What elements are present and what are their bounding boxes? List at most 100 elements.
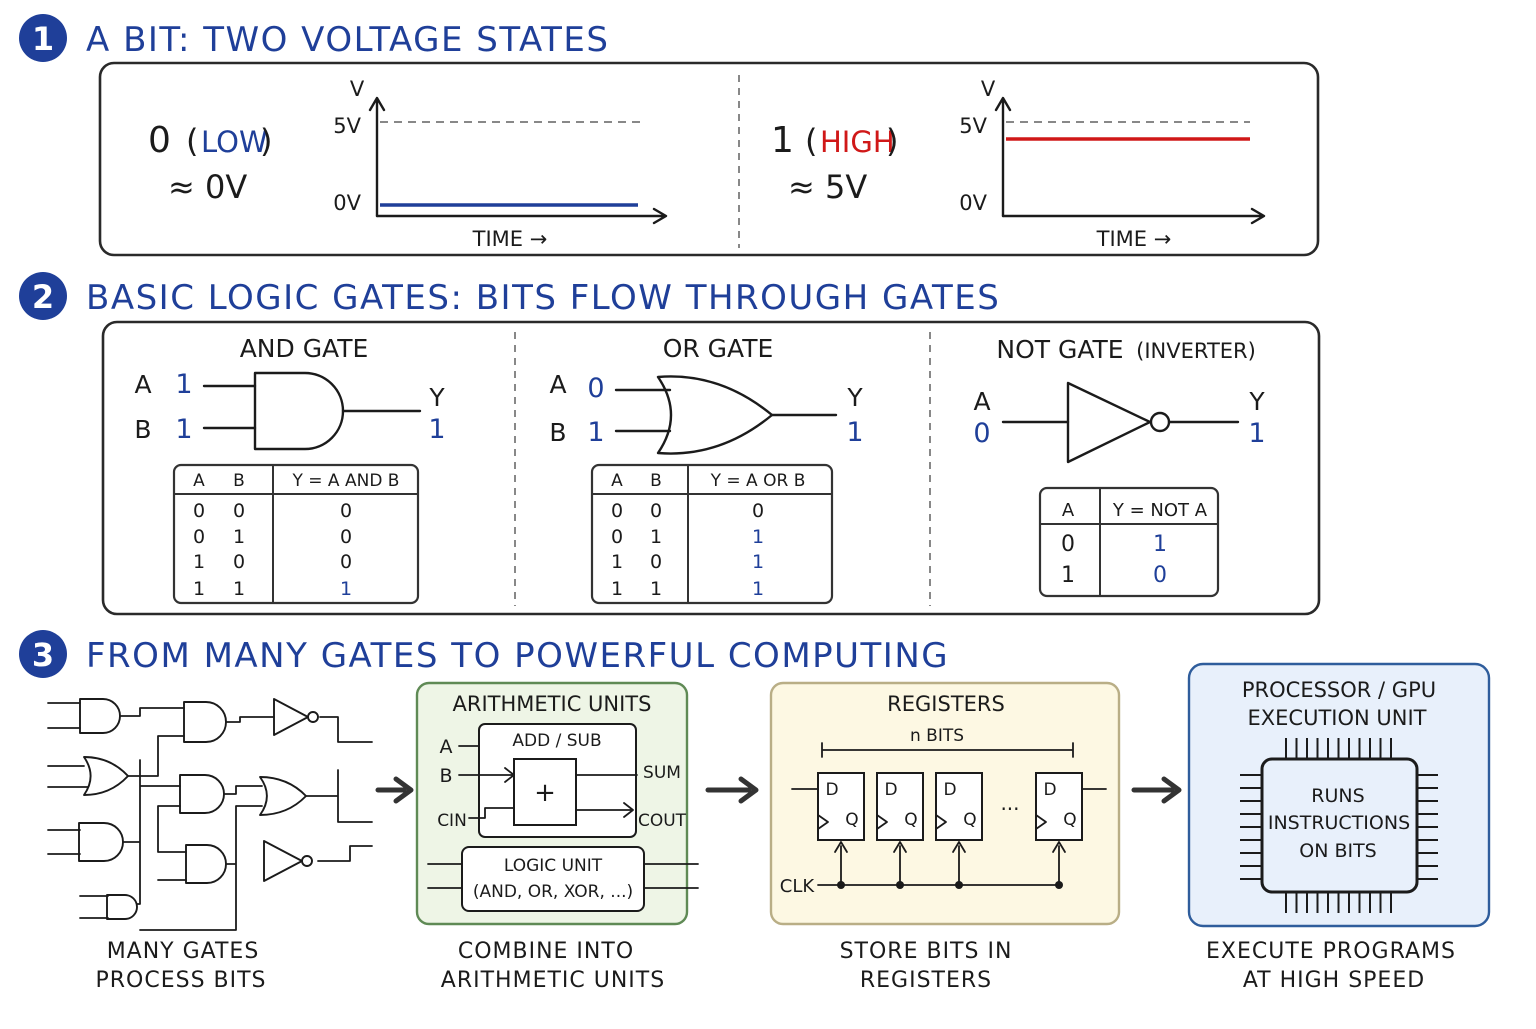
bit-high-word: HIGH xyxy=(820,125,895,159)
or-out-label: Y xyxy=(846,383,863,412)
flipflop-box xyxy=(817,772,865,841)
low-tick-0v: 0V xyxy=(333,191,361,215)
not-table-cell: 0 xyxy=(1061,532,1075,557)
and-in-a-value: 1 xyxy=(175,369,192,400)
bit-high-digit: 1 xyxy=(771,120,794,161)
high-axis-time: TIME → xyxy=(1096,227,1172,251)
not-table-header: Y = NOT A xyxy=(1112,500,1208,521)
arith-cout: COUT xyxy=(638,811,687,831)
or-table-cell: 1 xyxy=(752,551,764,573)
mini-and-gate xyxy=(179,774,225,814)
section-3-title: FROM MANY GATES TO POWERFUL COMPUTING xyxy=(86,636,949,676)
registers-caption-1: STORE BITS IN xyxy=(840,939,1013,964)
many-gates-caption-1: MANY GATES xyxy=(107,939,260,964)
mini-and-gate xyxy=(79,698,121,734)
chip-body xyxy=(1260,757,1419,894)
not-table-frame xyxy=(1038,486,1220,598)
chip-pins xyxy=(1240,738,1438,913)
processor-caption-2: AT HIGH SPEED xyxy=(1243,968,1425,993)
logic-unit-label: LOGIC UNIT xyxy=(504,856,603,876)
processor: PROCESSOR / GPU EXECUTION UNIT RUNS INST… xyxy=(1187,662,1491,993)
or-gate-symbol xyxy=(656,375,774,455)
high-y-axis xyxy=(994,96,1012,218)
not-out-value: 1 xyxy=(1248,418,1265,449)
flipflop-q-label: Q xyxy=(904,810,917,830)
flow-arrow-3 xyxy=(1131,776,1182,804)
not-table-cell: 0 xyxy=(1153,563,1167,588)
high-x-axis xyxy=(1001,207,1266,225)
chip-text-3: ON BITS xyxy=(1299,840,1377,862)
or-table-cell: 0 xyxy=(611,500,623,522)
flipflop-box xyxy=(876,772,924,841)
low-y-axis xyxy=(368,96,386,218)
bit-low-paren-open: ( xyxy=(186,122,198,160)
mini-or-gate xyxy=(83,756,129,796)
or-input-wires xyxy=(614,388,672,433)
nbits-bracket xyxy=(821,742,1074,758)
or-in-b-value: 1 xyxy=(587,417,604,448)
flow-arrow-1 xyxy=(375,776,414,804)
flipflop-box xyxy=(935,772,983,841)
and-table-cell: 1 xyxy=(193,551,205,573)
and-in-b-label: B xyxy=(134,415,151,444)
or-in-b-label: B xyxy=(549,418,566,447)
high-tick-0v: 0V xyxy=(959,191,987,215)
and-table-cell: 1 xyxy=(233,526,245,548)
high-axis-v: V xyxy=(981,77,996,101)
mini-inverter-bubble xyxy=(301,855,313,867)
not-gate-subtitle: (INVERTER) xyxy=(1136,339,1256,363)
mini-and-gate xyxy=(185,844,227,884)
section-3-number: 3 xyxy=(32,636,54,674)
arith-in-a: A xyxy=(440,736,453,758)
flow-arrow-2 xyxy=(705,776,759,804)
section-2-title: BASIC LOGIC GATES: BITS FLOW THROUGH GAT… xyxy=(86,278,1000,318)
bit-high: 1 ( HIGH ) ≈ 5V V 5V 0V TIME → xyxy=(771,77,1266,251)
section-3: 3 FROM MANY GATES TO POWERFUL COMPUTING … xyxy=(19,630,1491,993)
section-1-number: 1 xyxy=(32,20,54,58)
and-out-label: Y xyxy=(428,383,445,412)
or-table-cell: 1 xyxy=(611,551,623,573)
mini-and-gate xyxy=(106,894,138,920)
flipflop-clock-triangle xyxy=(1035,814,1047,830)
logic-unit-wires xyxy=(427,863,699,889)
low-x-axis xyxy=(375,207,668,225)
and-input-wires xyxy=(202,384,257,430)
section-2-number: 2 xyxy=(32,278,54,316)
or-table-cell: 1 xyxy=(650,578,662,600)
bit-low-paren-close: ) xyxy=(260,122,272,160)
and-table-cell: 0 xyxy=(233,551,245,573)
low-tick-5v: 5V xyxy=(333,114,361,138)
arith-caption-2: ARITHMETIC UNITS xyxy=(441,968,665,993)
or-table-cell: 1 xyxy=(752,526,764,548)
processor-caption-1: EXECUTE PROGRAMS xyxy=(1206,939,1456,964)
and-table-cell: 1 xyxy=(233,578,245,600)
flipflop-q-label: Q xyxy=(845,810,858,830)
bit-low-word: LOW xyxy=(201,125,268,159)
section-2-badge xyxy=(19,272,67,320)
or-table-cell: 1 xyxy=(650,526,662,548)
mini-and-gate xyxy=(78,822,124,862)
arith-output-wires xyxy=(575,774,638,818)
not-in-label: A xyxy=(973,387,990,416)
or-table-cell: 0 xyxy=(650,551,662,573)
section-1-panel xyxy=(98,61,1320,257)
not-table-header: A xyxy=(1062,500,1075,521)
section-1-title: A BIT: TWO VOLTAGE STATES xyxy=(86,20,609,60)
adder-box xyxy=(513,758,577,826)
network-wires xyxy=(47,702,373,931)
gate-network-shapes xyxy=(47,698,373,931)
or-gate-title: OR GATE xyxy=(663,334,774,363)
not-in-value: 0 xyxy=(973,418,990,449)
high-tick-5v: 5V xyxy=(959,114,987,138)
flipflop-d-label: D xyxy=(943,780,956,800)
low-axis-v: V xyxy=(350,77,365,101)
mini-not-gate xyxy=(273,698,309,736)
registers-caption-2: REGISTERS xyxy=(860,968,992,993)
mini-not-gate xyxy=(263,840,303,882)
and-in-b-value: 1 xyxy=(175,414,192,445)
bit-high-paren-close: ) xyxy=(886,122,898,160)
and-table-cell: 0 xyxy=(340,526,352,548)
addsub-label: ADD / SUB xyxy=(512,731,601,751)
